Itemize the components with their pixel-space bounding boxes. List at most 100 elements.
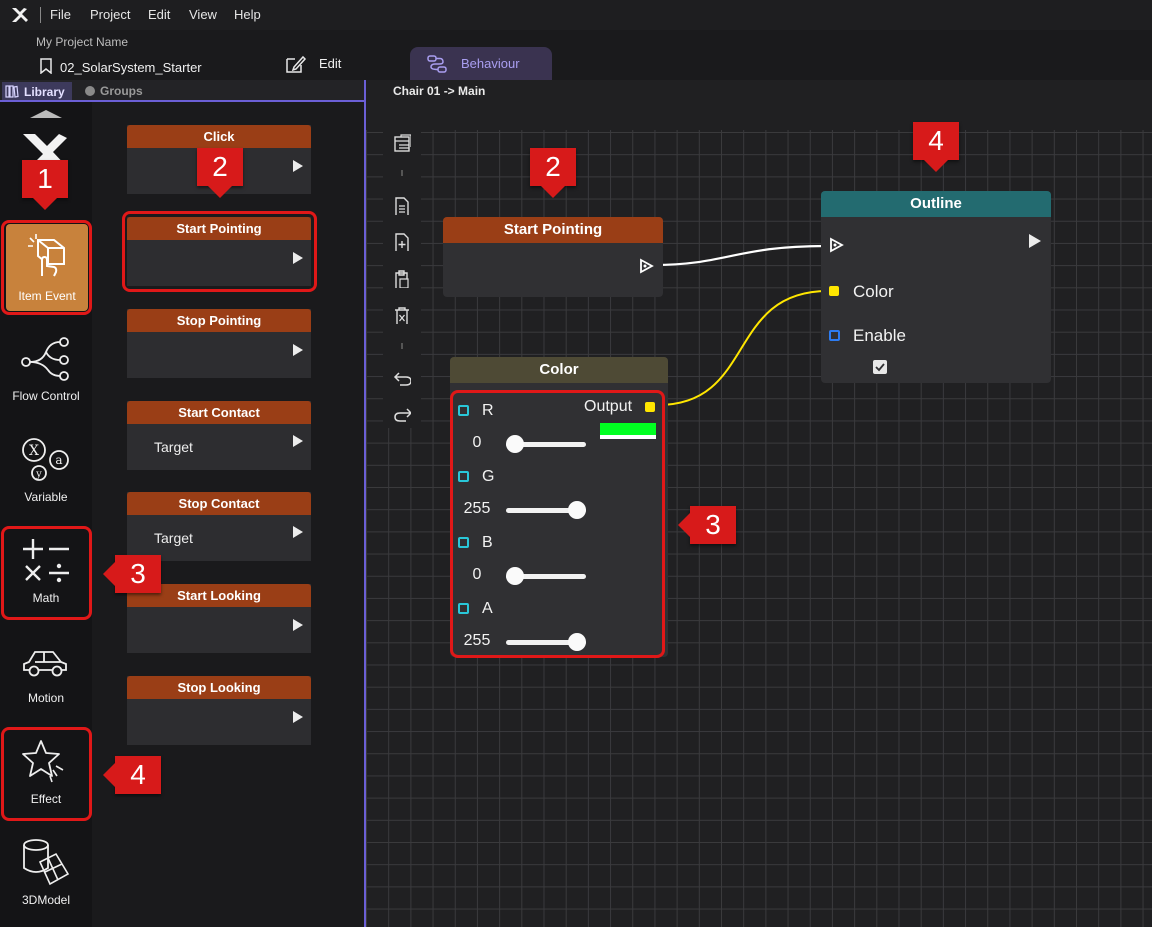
- channel-name: G: [482, 468, 495, 485]
- branch-icon[interactable]: [20, 336, 70, 382]
- annotation-box-item-event: [1, 220, 92, 315]
- toolbar-separator: [401, 343, 403, 349]
- menu-help[interactable]: Help: [234, 7, 261, 22]
- delete-icon[interactable]: [393, 306, 411, 324]
- annotation-box-math: [1, 526, 92, 620]
- category-item-event[interactable]: Item Event: [6, 224, 88, 311]
- library-underline: [0, 100, 364, 102]
- exec-out-port-icon[interactable]: [1029, 234, 1041, 248]
- list-node-title: Click: [127, 125, 311, 148]
- app-logo-icon[interactable]: [11, 7, 29, 23]
- redo-icon[interactable]: [393, 405, 411, 423]
- target-label: Target: [154, 530, 193, 546]
- bookmark-icon: [40, 58, 52, 74]
- library-tabs: [0, 80, 364, 102]
- list-node-title: Start Contact: [127, 401, 311, 424]
- list-node-start-contact[interactable]: Start Contact Target: [127, 401, 311, 470]
- svg-text:X: X: [29, 443, 39, 459]
- breadcrumb-bar: Chair 01 -> Main: [366, 80, 1152, 102]
- canvas-top: [366, 102, 1152, 130]
- copy-icon[interactable]: [393, 197, 411, 215]
- project-name-label: My Project Name: [36, 35, 129, 49]
- exec-out-icon: [293, 252, 303, 264]
- scene-name[interactable]: 02_SolarSystem_Starter: [60, 60, 202, 75]
- cube-icon: [85, 86, 95, 96]
- channel-value: 255: [463, 632, 491, 649]
- edit-tab-label[interactable]: Edit: [319, 56, 342, 71]
- flow-icon: [427, 55, 447, 73]
- layout-icon[interactable]: [393, 134, 411, 152]
- channel-r-port[interactable]: [458, 405, 469, 416]
- connections: [653, 244, 829, 406]
- channel-g-port[interactable]: [458, 471, 469, 482]
- math-icon[interactable]: [20, 537, 72, 585]
- paste-icon[interactable]: [393, 270, 411, 288]
- enable-checkbox[interactable]: [873, 360, 887, 374]
- channel-slider-knob[interactable]: [568, 501, 586, 519]
- exec-out-icon: [293, 619, 303, 631]
- variable-label: Variable: [24, 490, 68, 504]
- variable-icon[interactable]: X a y: [20, 436, 72, 482]
- graph-node-start-pointing[interactable]: Start Pointing: [443, 217, 663, 297]
- effect-label: Effect: [30, 792, 62, 806]
- enable-in-port[interactable]: [829, 330, 840, 341]
- channel-slider[interactable]: [506, 442, 586, 447]
- undo-icon[interactable]: [393, 369, 411, 387]
- exec-in-port-icon[interactable]: [829, 237, 845, 253]
- list-node-stop-pointing[interactable]: Stop Pointing: [127, 309, 311, 378]
- annotation-badge-2-graph: 2: [530, 148, 576, 198]
- menu-project[interactable]: Project: [90, 7, 131, 22]
- channel-a-port[interactable]: [458, 603, 469, 614]
- channel-value: 0: [472, 434, 482, 451]
- channel-slider[interactable]: [506, 574, 586, 579]
- list-node-stop-looking[interactable]: Stop Looking: [127, 676, 311, 745]
- svg-text:y: y: [35, 469, 42, 480]
- tab-library[interactable]: Library: [2, 82, 72, 101]
- list-node-start-pointing[interactable]: Start Pointing: [127, 217, 311, 286]
- channel-value: 0: [472, 566, 482, 583]
- star-icon[interactable]: [20, 738, 70, 788]
- edit-icon[interactable]: [285, 54, 307, 74]
- books-icon: [5, 85, 19, 98]
- list-node-stop-contact[interactable]: Stop Contact Target: [127, 492, 311, 561]
- behaviour-tab-label: Behaviour: [461, 56, 520, 71]
- list-node-start-looking[interactable]: Start Looking: [127, 584, 311, 653]
- scroll-up-icon[interactable]: [28, 108, 64, 120]
- graph-node-color[interactable]: Color Output: [450, 357, 668, 657]
- flow-control-label: Flow Control: [12, 389, 80, 403]
- annotation-box-color-node: [450, 390, 665, 658]
- menu-edit[interactable]: Edit: [148, 7, 171, 22]
- output-port[interactable]: [645, 402, 655, 412]
- exec-out-icon: [293, 435, 303, 447]
- groups-tab-label: Groups: [100, 84, 143, 98]
- enable-input-label: Enable: [853, 326, 906, 345]
- list-node-title: Stop Pointing: [127, 309, 311, 332]
- model-icon[interactable]: [20, 836, 70, 888]
- cube-touch-icon: [28, 234, 65, 277]
- add-page-icon[interactable]: [393, 233, 411, 251]
- menu-bar: File Project Edit View Help: [0, 0, 1152, 30]
- channel-slider[interactable]: [506, 640, 586, 645]
- breadcrumb[interactable]: Chair 01 -> Main: [393, 84, 486, 98]
- annotation-box-effect: [1, 727, 92, 821]
- menu-file[interactable]: File: [50, 7, 71, 22]
- tab-behaviour[interactable]: Behaviour: [410, 47, 552, 80]
- channel-b-port[interactable]: [458, 537, 469, 548]
- channel-slider[interactable]: [506, 508, 586, 513]
- node-title: Outline: [821, 191, 1051, 217]
- graph-node-outline[interactable]: Outline Color Enable: [821, 191, 1051, 383]
- channel-value: 255: [463, 500, 491, 517]
- exec-out-port-icon[interactable]: [639, 258, 655, 274]
- car-icon[interactable]: [21, 646, 69, 680]
- channel-slider-knob[interactable]: [506, 435, 524, 453]
- menu-view[interactable]: View: [189, 7, 217, 22]
- channel-slider-knob[interactable]: [568, 633, 586, 651]
- panel-divider[interactable]: [364, 80, 366, 927]
- math-label: Math: [32, 591, 60, 605]
- color-in-port[interactable]: [829, 286, 839, 296]
- exec-out-icon: [293, 711, 303, 723]
- channel-slider-knob[interactable]: [506, 567, 524, 585]
- svg-text:a: a: [55, 453, 62, 467]
- annotation-badge-1: 1: [22, 160, 68, 210]
- list-node-title: Stop Contact: [127, 492, 311, 515]
